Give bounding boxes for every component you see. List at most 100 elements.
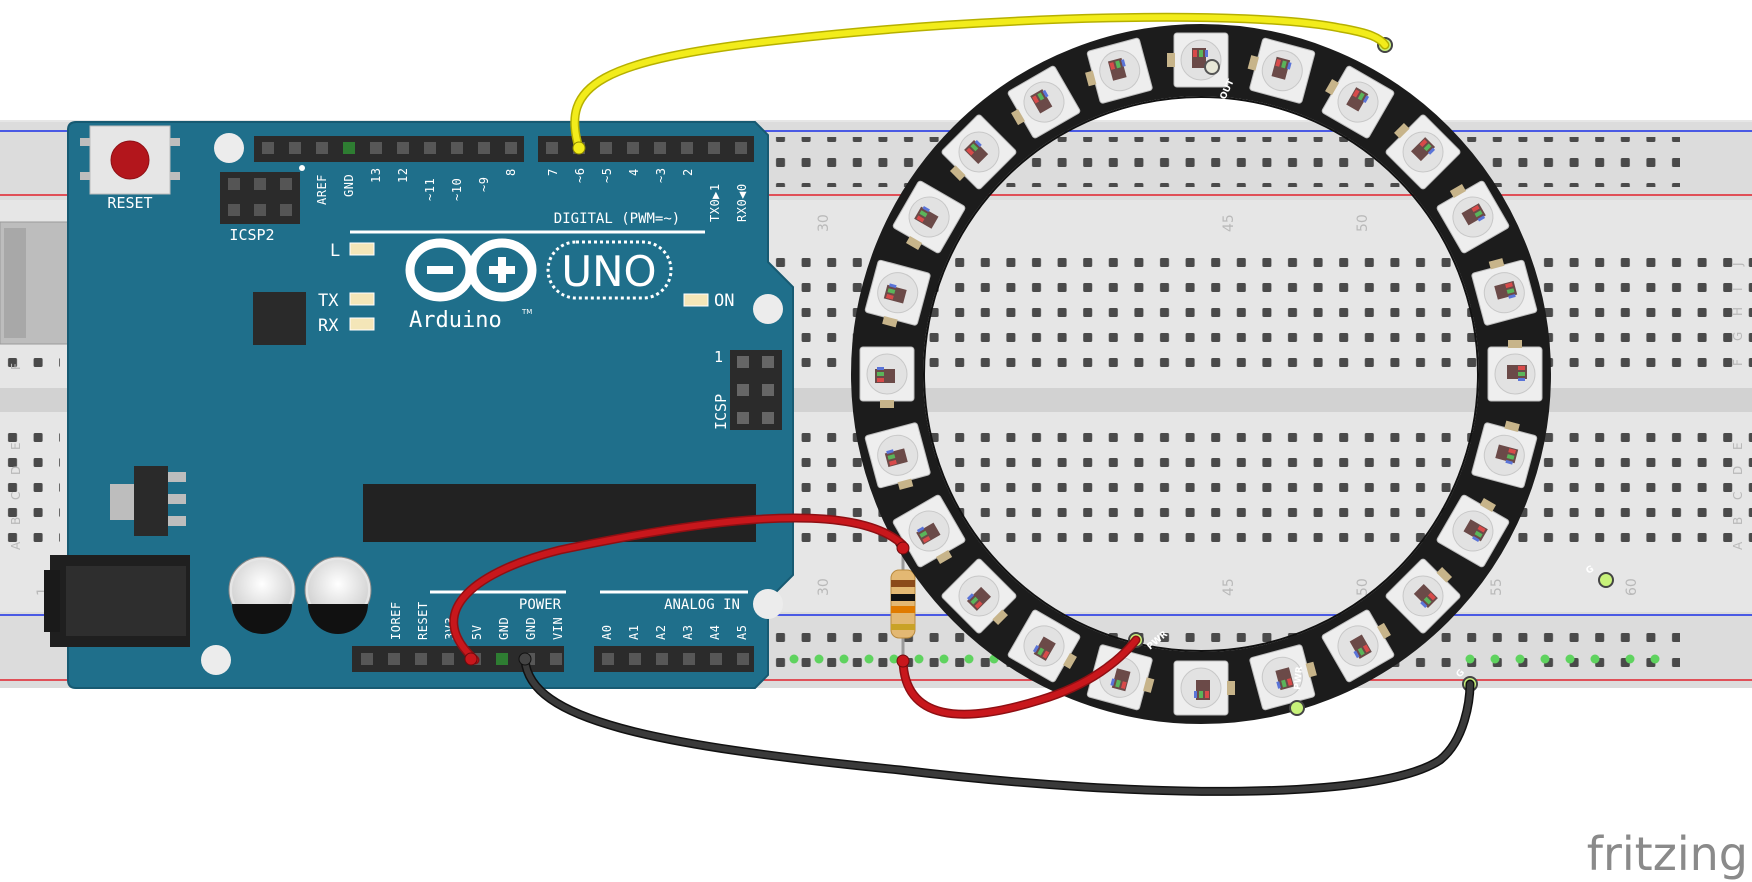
breadboard-column-number: 50 — [1355, 214, 1371, 232]
breadboard-row-letter: E — [1731, 442, 1745, 450]
pin-label-9: ~9 — [477, 177, 491, 192]
ring-led-pixel — [1321, 609, 1395, 683]
icsp-label: ICSP — [712, 394, 730, 430]
breadboard-column-number: 1 — [35, 587, 51, 596]
wires — [449, 12, 1475, 796]
pin-label-a2: A2 — [654, 625, 668, 640]
pin-label-13: 13 — [369, 168, 383, 183]
icsp-header — [730, 350, 782, 430]
pin-label-a4: A4 — [708, 625, 722, 640]
atmega-chip — [253, 292, 306, 345]
breadboard-row-letter: F — [9, 363, 23, 370]
pin-label-gnd: GND — [524, 617, 538, 640]
wire-end — [896, 541, 910, 555]
breadboard-row-letter: C — [9, 492, 23, 500]
breadboard-row-letter: A — [1731, 541, 1745, 550]
pin-label-8: 8 — [504, 168, 518, 176]
ring-led-pixel — [859, 346, 915, 408]
ring-led-pixel — [1385, 558, 1461, 634]
ring-led-pixel — [1007, 65, 1081, 139]
icsp-pin1-label: 1 — [714, 348, 723, 366]
ring-led-pixel — [1471, 420, 1538, 489]
arduino-uno[interactable]: RESET ICSP2 — [0, 121, 794, 689]
breadboard-row-letter: F — [1731, 359, 1745, 366]
resistor — [890, 548, 916, 664]
processor-socket — [363, 484, 756, 542]
pin-label-12: 12 — [396, 168, 410, 183]
breadboard-row-letter: B — [9, 517, 23, 525]
ring-led-pixel — [1249, 644, 1317, 711]
breadboard-row-letter: B — [1731, 517, 1745, 525]
ring-led-pixel — [864, 422, 931, 490]
wire-ground-black-core — [522, 657, 1473, 795]
ring-led-pixel — [1471, 258, 1538, 326]
ring-led-pixel — [892, 180, 966, 254]
ring-led-pixel — [941, 558, 1017, 634]
led-on — [683, 293, 709, 307]
wire-end — [572, 141, 586, 155]
pin-label-aref: AREF — [315, 174, 329, 205]
ring-led-pixel — [1385, 114, 1461, 190]
digital-header-left — [254, 136, 524, 162]
pin-label-4: 4 — [627, 168, 641, 176]
trademark-label: TM — [521, 308, 532, 316]
pad-pwr — [1289, 700, 1305, 716]
ring-led-pixel — [1247, 37, 1316, 104]
breadboard-column-number: 60 — [1624, 578, 1640, 596]
digital-header-right — [538, 136, 754, 162]
pin-label-reset: RESET — [416, 601, 430, 640]
usb-connector-inner — [4, 228, 26, 338]
ring-led-pixel — [941, 114, 1017, 190]
pin-label-10: ~10 — [450, 178, 464, 201]
breadboard-column-number: 30 — [816, 578, 832, 596]
led-rx — [349, 317, 375, 331]
pin-label-gnd: GND — [497, 617, 511, 640]
breadboard-row-letter: A — [9, 541, 23, 550]
breadboard-row-letter: H — [1731, 307, 1745, 316]
wire-end — [896, 654, 910, 668]
uno-badge — [546, 240, 673, 300]
pin-label-a3: A3 — [681, 625, 695, 640]
ring-led-pixel — [1173, 660, 1235, 716]
pin-label-a5: A5 — [735, 625, 749, 640]
led-l-label: L — [330, 241, 340, 261]
pin-label-tx0: TX0▶1 — [708, 183, 722, 222]
led-on-label: ON — [714, 291, 734, 311]
voltage-regulator — [110, 466, 186, 536]
wire-power-red-core — [450, 514, 1139, 718]
reset-button[interactable] — [80, 125, 180, 195]
fritzing-logo: fritzing — [1587, 827, 1748, 881]
ring-led-pixel — [1007, 609, 1081, 683]
breadboard-column-number: 30 — [816, 214, 832, 232]
breadboard-column-number: 45 — [1221, 214, 1237, 232]
led-tx — [349, 292, 375, 306]
breadboard-row-letter: I — [1731, 287, 1745, 291]
breadboard-column-number: 45 — [1221, 578, 1237, 596]
pin-label-5: ~5 — [600, 168, 614, 183]
pad-label-in: IN — [1383, 57, 1396, 71]
ring-led-pixel — [1321, 65, 1395, 139]
breadboard-row-letter: D — [1731, 466, 1745, 475]
breadboard-row-letter: E — [9, 442, 23, 450]
uno-label: UNO — [561, 247, 656, 296]
breadboard-column-number: 55 — [1489, 578, 1505, 596]
analog-header-label: ANALOG IN — [664, 597, 740, 613]
breadboard-row-letter: G — [1731, 332, 1745, 341]
pad-out — [1204, 59, 1220, 75]
mounting-hole — [753, 589, 783, 619]
power-header-label: POWER — [519, 597, 562, 613]
wire-data-yellow-core — [571, 14, 1388, 151]
pad-label-pwr: PWR — [1293, 666, 1305, 690]
pin-label-6: ~6 — [573, 168, 587, 183]
dc-power-jack — [44, 555, 190, 647]
pin-label-ioref: IOREF — [389, 601, 403, 640]
icsp2-label: ICSP2 — [229, 226, 274, 244]
pin-label-a0: A0 — [600, 625, 614, 640]
breadboard-row-letter: J — [1731, 262, 1745, 267]
pad-g — [1598, 572, 1614, 588]
pin-label-11: ~11 — [423, 178, 437, 201]
reset-label: RESET — [107, 194, 152, 212]
neopixel-ring: IN OUT PWR PWR G G — [851, 24, 1614, 724]
mounting-hole — [214, 133, 244, 163]
